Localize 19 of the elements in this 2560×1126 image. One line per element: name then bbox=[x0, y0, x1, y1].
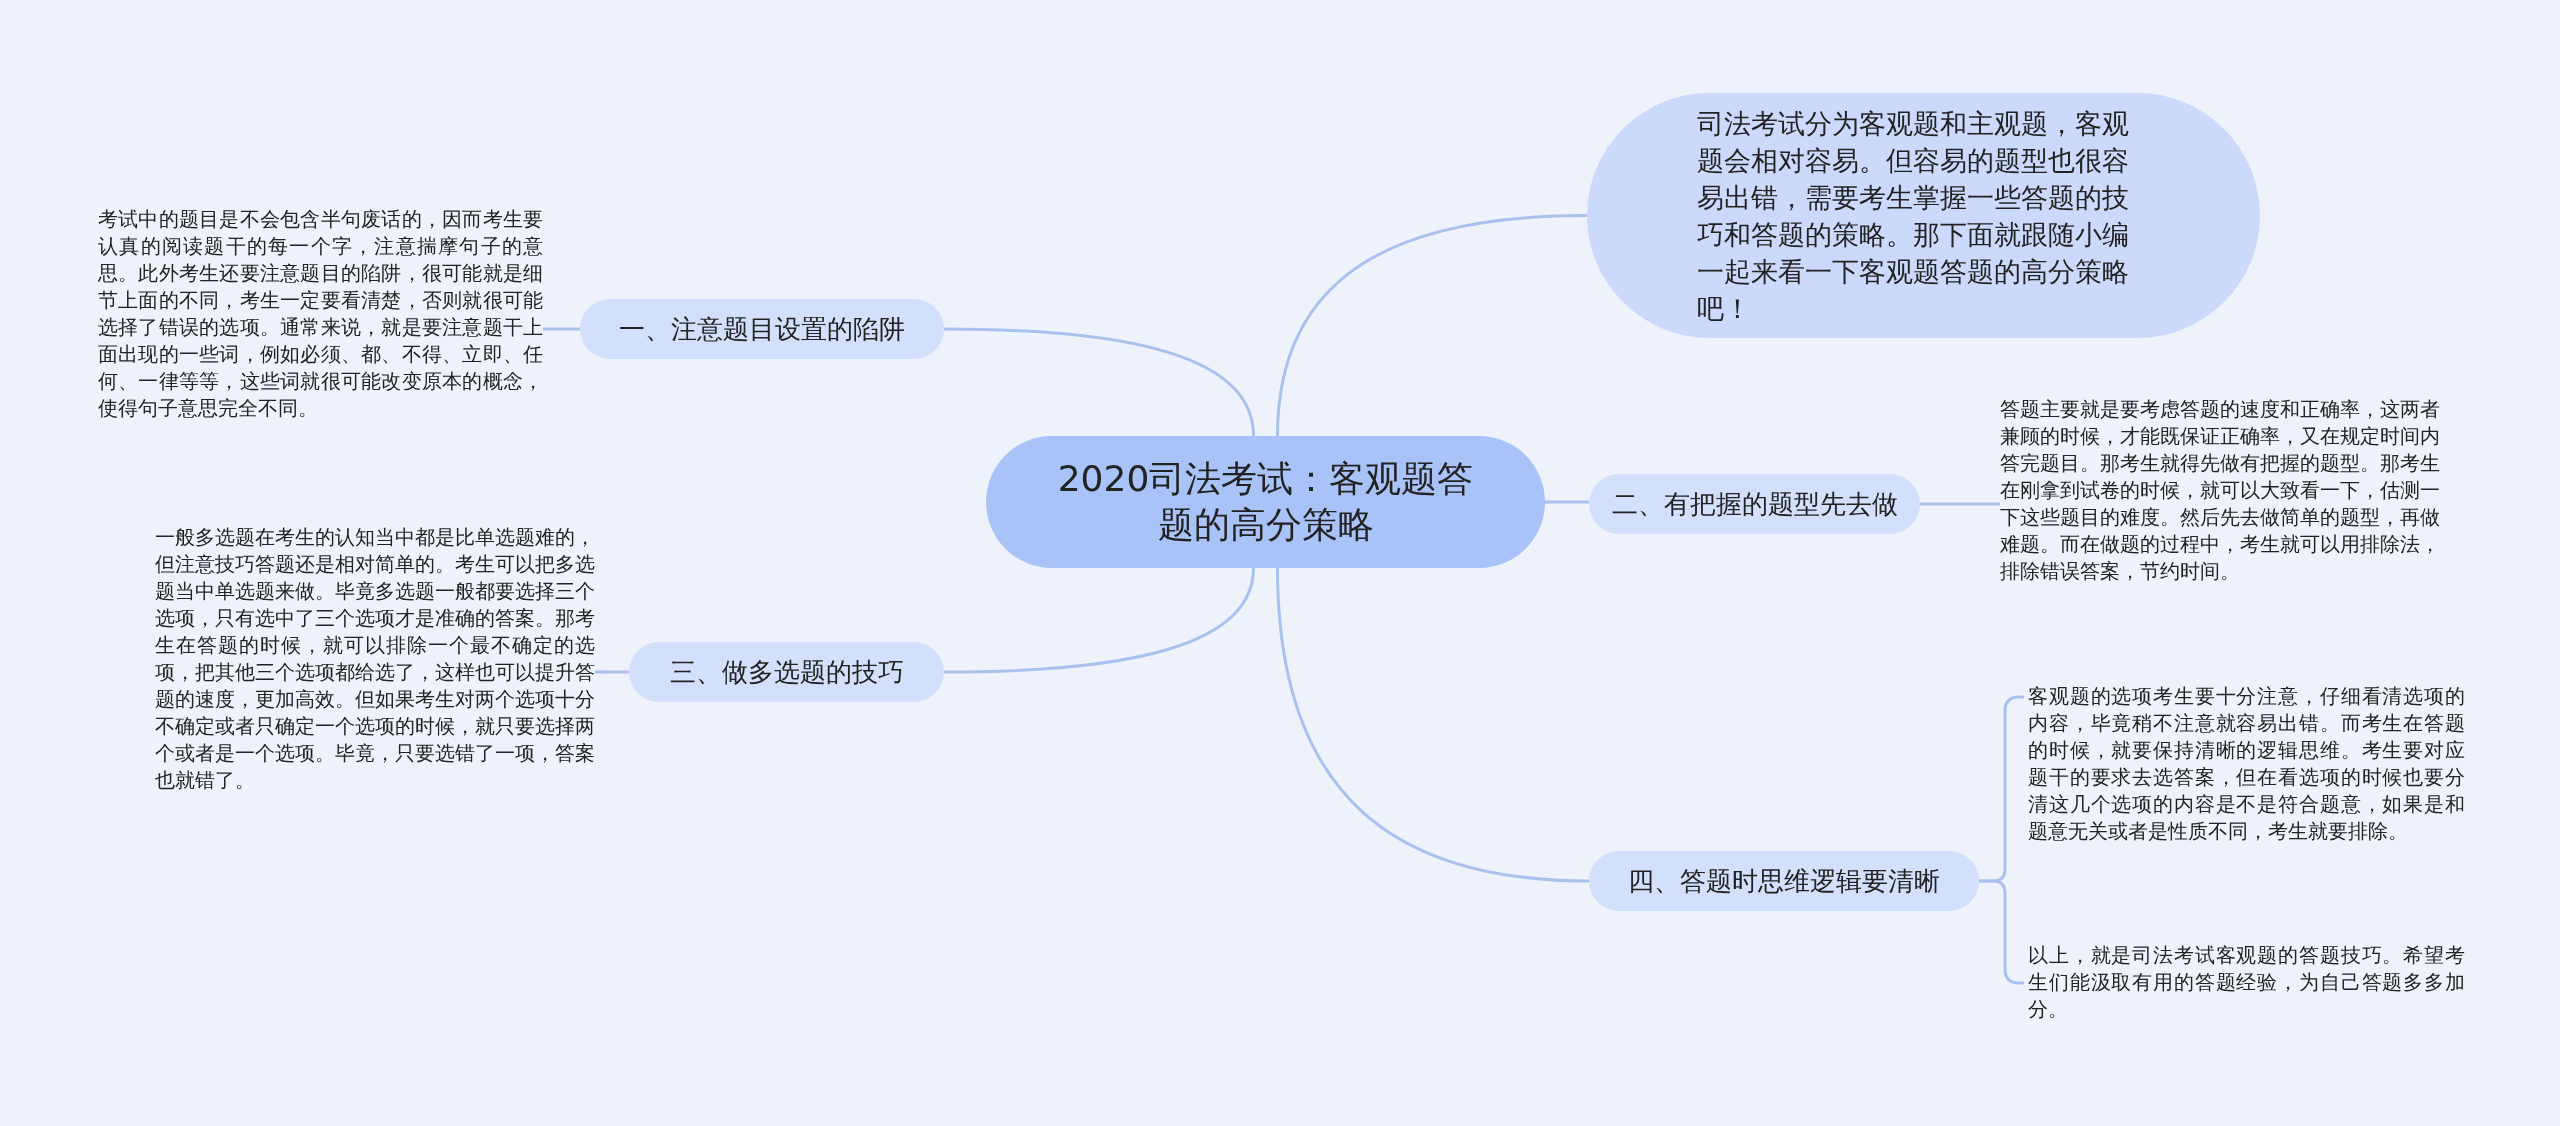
connector-line bbox=[595, 670, 629, 674]
connector-line bbox=[1276, 214, 1588, 437]
connector-line bbox=[543, 327, 580, 331]
intro-bubble: 司法考试分为客观题和主观题，客观题会相对容易。但容易的题型也很容易出错，需要考生掌握一些答题的技巧和答题的策略。那下面就跟随小编一起来看一下客观题答题的高分策略吧！ bbox=[1587, 93, 2260, 338]
connector-line bbox=[1920, 502, 2000, 506]
topic-pill: 一、注意题目设置的陷阱 bbox=[580, 299, 944, 359]
description-text: 答题主要就是要考虑答题的速度和正确率，这两者兼顾的时候，才能既保证正确率，又在规定时间内答完题目。那考生就得先做有把握的题型。那考生在刚拿到试卷的时候，就可以大致看一下，估测一下这些题目的难度。然后先去做简单的题型，再做难题。而在做题的过程中，考生就可以用排除法，排除错误答案，节约时间。 bbox=[2000, 396, 2440, 585]
description-text: 以上，就是司法考试客观题的答题技巧。希望考生们能汲取有用的答题经验，为自己答题多多加分。 bbox=[2028, 942, 2465, 1023]
central-topic: 2020司法考试：客观题答题的高分策略 bbox=[986, 436, 1545, 568]
topic-pill: 四、答题时思维逻辑要清晰 bbox=[1589, 851, 1979, 911]
connector-line bbox=[943, 327, 1255, 437]
description-text: 一般多选题在考生的认知当中都是比单选题难的，但注意技巧答题还是相对简单的。考生可以把多选题当中单选题来做。毕竟多选题一般都要选择三个选项，只有选中了三个选项才是准确的答案。那考生在答题的时候，就可以排除一个最不确定的选项，把其他三个选项都给选了，这样也可以提升答题的速度，更加高效。但如果考生对两个选项十分不确定或者只确定一个选项的时候，就只要选择两个或者是一个选项。毕竟，只要选错了一项，答案也就错了。 bbox=[155, 524, 595, 794]
connector-line bbox=[943, 567, 1255, 674]
description-text: 考试中的题目是不会包含半句废话的，因而考生要认真的阅读题干的每一个字，注意揣摩句子的意思。此外考生还要注意题目的陷阱，很可能就是细节上面的不同，考生一定要看清楚，否则就很可能选择了错误的选项。通常来说，就是要注意题干上面出现的一些词，例如必须、都、不得、立即、任何、一律等等，这些词就很可能改变原本的概念，使得句子意思完全不同。 bbox=[98, 206, 543, 422]
topic-pill: 二、有把握的题型先去做 bbox=[1589, 474, 1920, 534]
connector-line bbox=[1545, 500, 1589, 504]
connector-line bbox=[1276, 567, 1590, 883]
topic-pill: 三、做多选题的技巧 bbox=[629, 642, 944, 702]
description-text: 客观题的选项考生要十分注意，仔细看清选项的内容，毕竟稍不注意就容易出错。而考生在答题的时候，就要保持清晰的逻辑思维。考生要对应题干的要求去选答案，但在看选项的时候也要分清这几个选项的内容是不是符合题意，如果是和题意无关或者是性质不同，考生就要排除。 bbox=[2028, 683, 2465, 845]
